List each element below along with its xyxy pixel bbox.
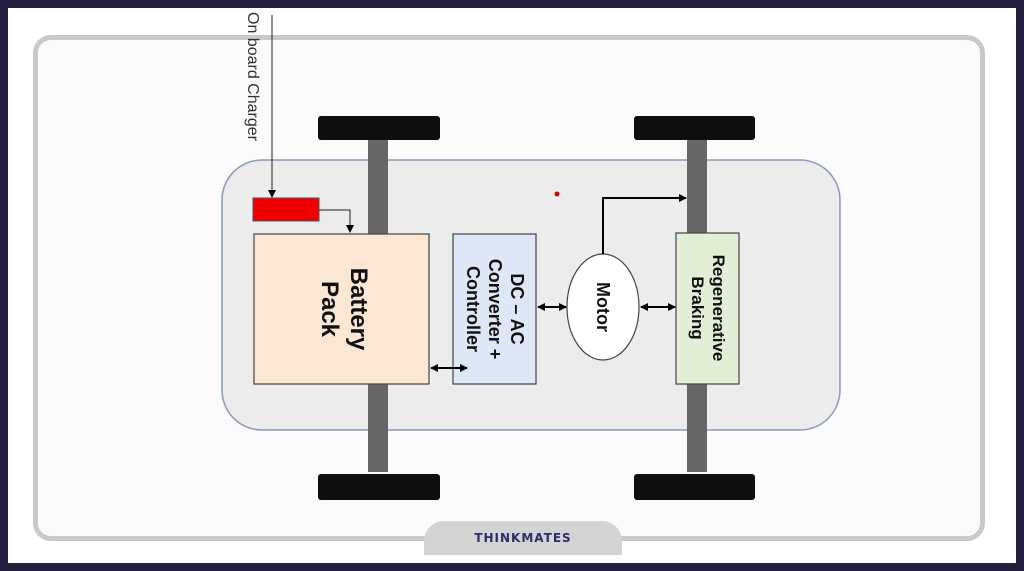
regen-label-line2: Braking [688, 276, 707, 339]
wheel-front-top [318, 116, 440, 140]
dc-ac-converter-box [452, 233, 537, 385]
onboard-charger-box [252, 197, 320, 222]
brand-tab: THINKMATES [424, 521, 622, 555]
regenerative-braking-box [675, 232, 740, 385]
converter-label-line3: Controller [463, 266, 483, 352]
battery-label-line1: Battery [345, 268, 372, 351]
converter-label-line2: Converter + [485, 259, 505, 360]
onboard-charger-label: On board Charger [244, 12, 261, 142]
charger-to-battery-arrow [319, 209, 354, 233]
wheel-rear-bottom [634, 474, 755, 500]
wheel-rear-top [634, 116, 755, 140]
regen-label-line1: Regenerative [709, 255, 728, 362]
motor-label: Motor [593, 282, 613, 332]
wheel-front-bottom [318, 474, 440, 500]
brand-logo-text: THINKMATES [474, 531, 572, 545]
battery-pack-box [253, 233, 430, 385]
battery-label-line2: Pack [316, 281, 343, 338]
converter-label-line1: DC – AC [507, 273, 527, 344]
red-dot-marker [554, 191, 560, 197]
motor-to-axle-arrow [602, 194, 687, 254]
